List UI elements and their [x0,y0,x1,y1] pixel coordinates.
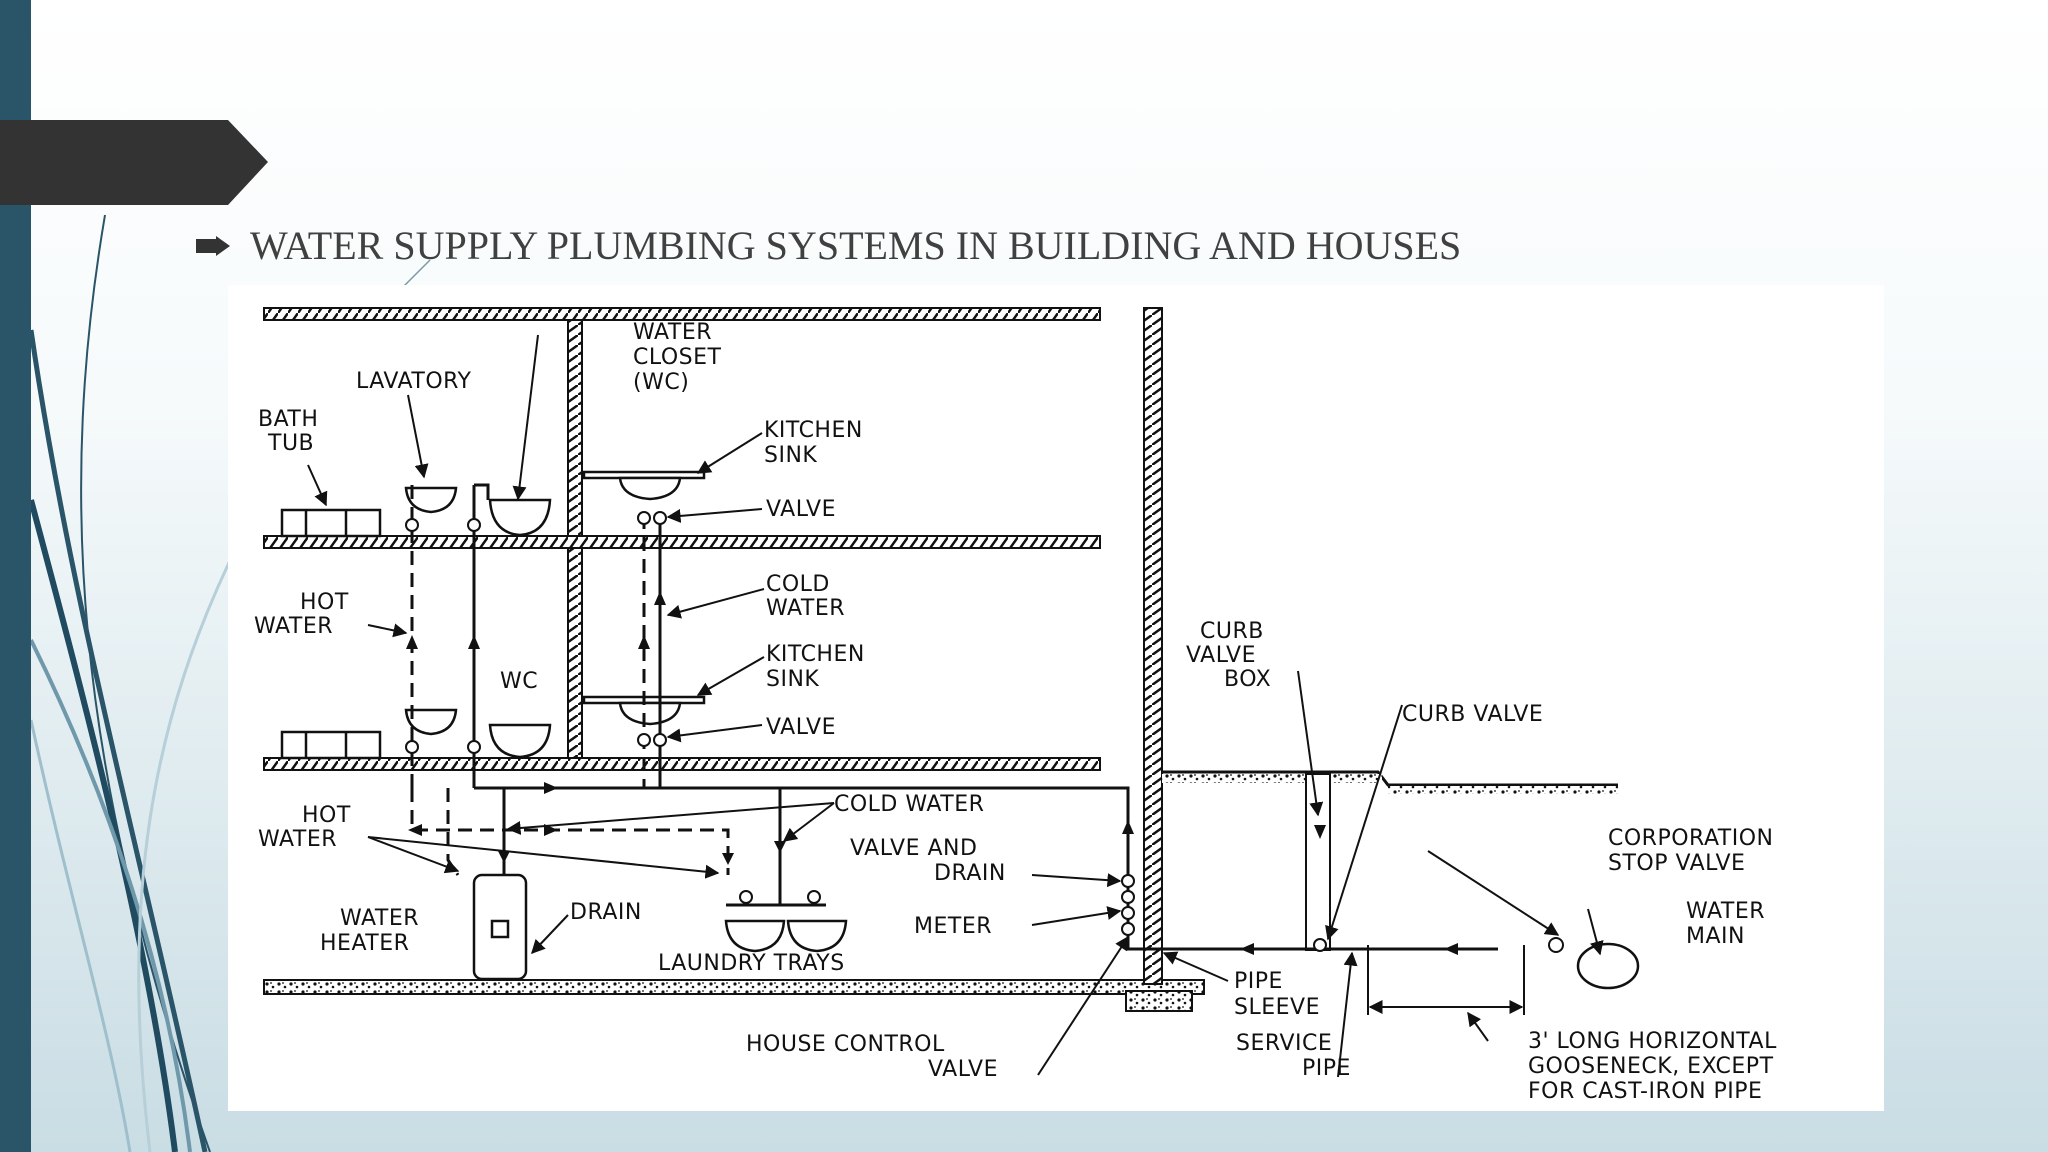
label-kitchen-sink-upper: SINK [764,443,817,468]
label-kitchen-sink-upper: KITCHEN [764,418,863,443]
label-curb-valve-box: VALVE [1186,643,1256,668]
label-water-heater: HEATER [320,931,409,956]
laundry-tray-2 [786,919,848,953]
label-water-closet: (WC) [633,370,689,395]
label-valve-and-drain: VALVE AND [850,836,977,861]
gooseneck-dimension [1367,945,1525,1015]
plumbing-diagram-panel: WATER CLOSET (WC) LAVATORY BATH TUB KITC… [228,285,1884,1111]
label-house-control-valve: VALVE [928,1057,998,1082]
roof-slab [263,307,1101,321]
label-wc-lower: WC [500,669,538,694]
label-kitchen-sink-lower: KITCHEN [766,642,865,667]
kitchen-sink-lower [618,701,682,726]
valves [405,511,1564,953]
decorative-curves [28,214,431,1152]
title-tab-shape [0,120,268,205]
label-curb-valve-box: CURB [1200,619,1264,644]
label-water-main: MAIN [1686,924,1745,949]
lavatory-lower [404,708,458,736]
label-water-closet: CLOSET [633,345,722,370]
label-laundry-trays: LAUNDRY TRAYS [658,951,845,976]
label-hot-water-upper: HOT [300,590,349,615]
label-hot-water-basement: HOT [302,803,351,828]
label-gooseneck: FOR CAST-IRON PIPE [1528,1079,1762,1104]
flow-arrows [406,591,1458,955]
label-service-pipe: PIPE [1302,1056,1351,1081]
laundry-tray-1 [724,919,786,953]
label-corporation-stop-valve: CORPORATION [1608,826,1773,851]
basement-floor-slab [263,979,1205,995]
label-house-control-valve: HOUSE CONTROL [746,1032,945,1057]
exterior-wall [1143,307,1163,985]
kitchen-sink-upper [618,476,682,501]
curb-valve-box [1305,773,1331,951]
label-meter: METER [914,914,992,939]
footing [1125,990,1193,1012]
label-cold-water-upper: COLD [766,572,830,597]
fixtures [280,470,1640,990]
label-gooseneck: 3' LONG HORIZONTAL [1528,1029,1777,1054]
label-gooseneck: GOOSENECK, EXCEPT [1528,1054,1774,1079]
plumbing-diagram: WATER CLOSET (WC) LAVATORY BATH TUB KITC… [254,307,1777,1104]
label-water-main: WATER [1686,899,1765,924]
label-cold-water-basement: COLD WATER [834,792,984,817]
label-hot-water-upper: WATER [254,614,333,639]
label-curb-valve-box: BOX [1224,667,1271,692]
label-cold-water-upper: WATER [766,596,845,621]
interior-wall-lower [567,547,583,759]
label-kitchen-sink-lower: SINK [766,667,819,692]
label-bath-tub: BATH [258,407,318,432]
ground-surface [1162,770,1618,951]
bath-tub-lower [280,730,382,760]
label-valve-lower: VALVE [766,715,836,740]
label-valve-and-drain: DRAIN [934,861,1006,886]
label-bath-tub: TUB [267,431,314,456]
label-drain: DRAIN [570,900,642,925]
label-corporation-stop-valve: STOP VALVE [1608,851,1745,876]
interior-wall-upper [567,319,583,537]
wc-lower [488,723,552,759]
label-pipe-sleeve: PIPE [1234,969,1283,994]
arrow-bullet-icon [196,235,230,256]
label-service-pipe: SERVICE [1236,1031,1332,1056]
lavatory-upper [404,486,458,514]
main-floor-slab [263,757,1101,771]
leader-lines [307,334,1604,1078]
bath-tub-upper [280,508,382,538]
label-water-heater: WATER [340,906,419,931]
wc-upper [488,498,552,537]
label-pipe-sleeve: SLEEVE [1234,995,1320,1020]
label-valve-upper: VALVE [766,497,836,522]
water-main [1576,942,1640,990]
diagram-labels: WATER CLOSET (WC) LAVATORY BATH TUB KITC… [254,320,1777,1104]
label-hot-water-basement: WATER [258,827,337,852]
label-lavatory: LAVATORY [356,369,472,394]
slide-heading: WATER SUPPLY PLUMBING SYSTEMS IN BUILDIN… [250,223,1462,268]
upper-floor-slab [263,535,1101,549]
label-water-closet: WATER [633,320,712,345]
bullet-line: WATER SUPPLY PLUMBING SYSTEMS IN BUILDIN… [196,222,1461,269]
label-curb-valve: CURB VALVE [1402,702,1543,727]
